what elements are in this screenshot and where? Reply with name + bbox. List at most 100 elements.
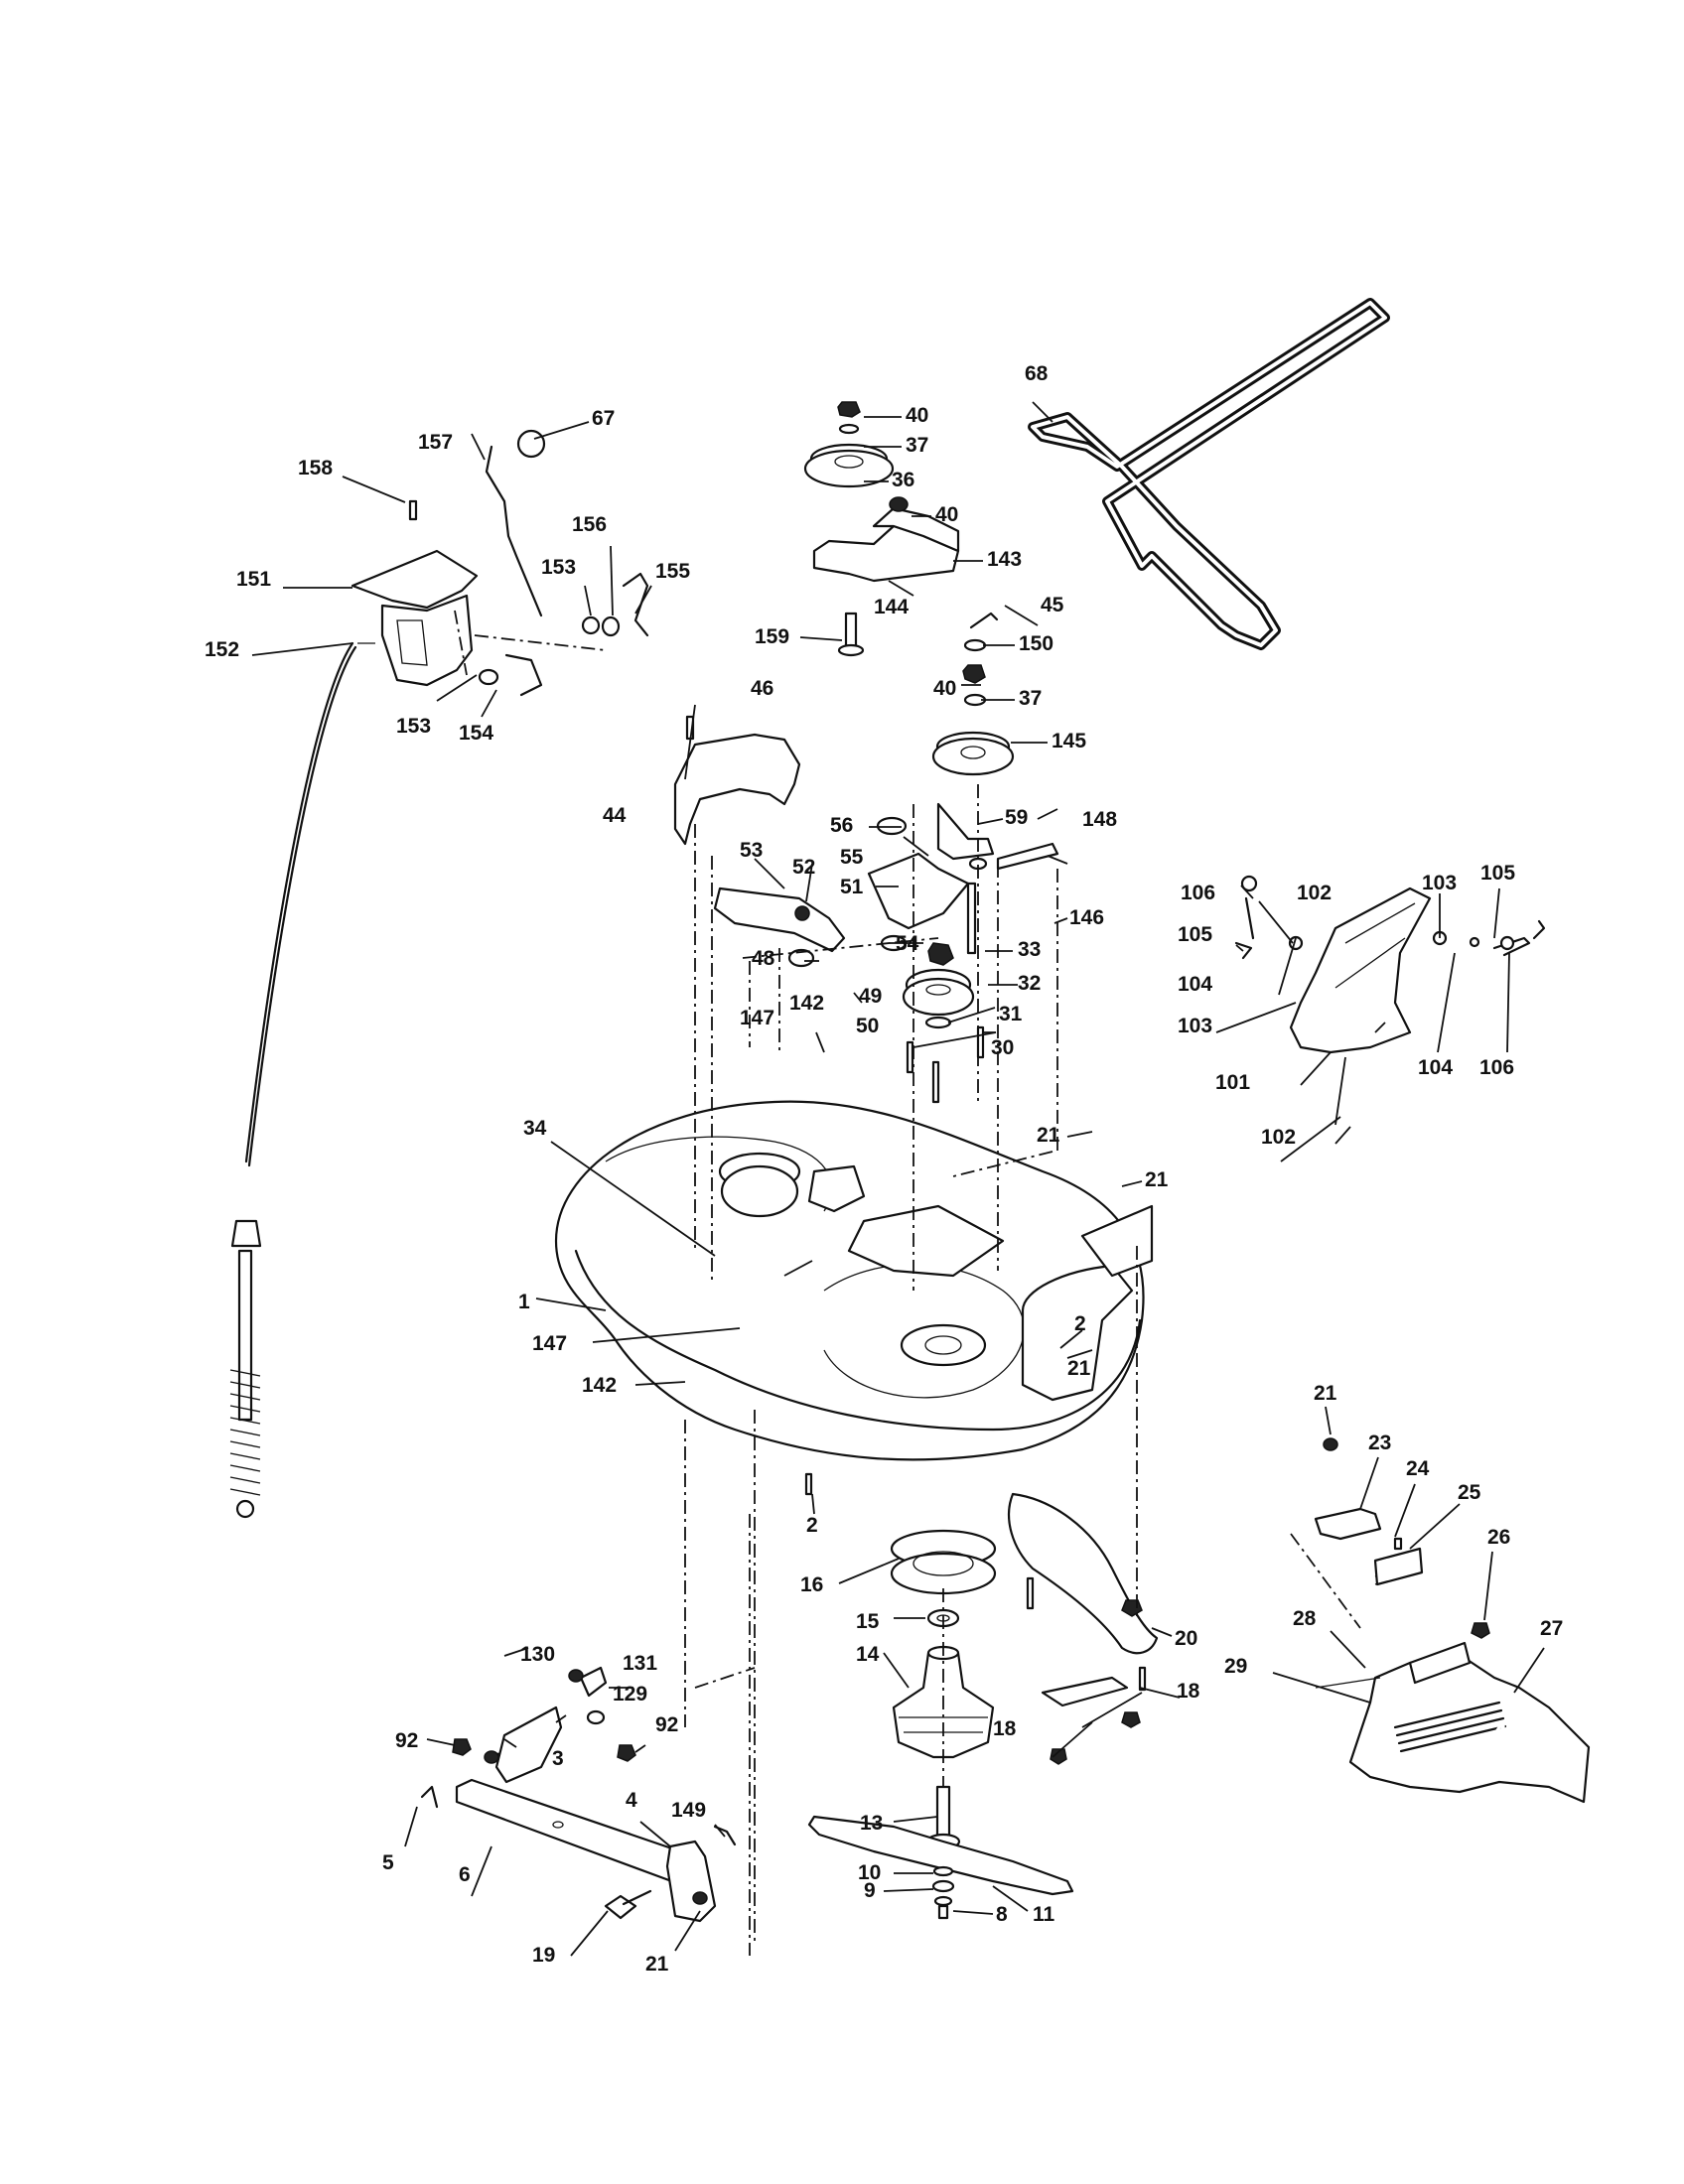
callout-4: 4	[626, 1789, 637, 1812]
lift-linkage	[420, 1666, 737, 1923]
callout-10: 10	[858, 1861, 881, 1884]
callout-51: 51	[840, 876, 864, 898]
callout-1: 1	[518, 1291, 530, 1313]
callout-30: 30	[991, 1036, 1014, 1059]
callout-149: 149	[671, 1799, 706, 1822]
callout-21-c: 21	[1067, 1357, 1091, 1380]
callout-26: 26	[1487, 1526, 1510, 1549]
callout-50: 50	[856, 1015, 879, 1037]
callout-159: 159	[755, 625, 789, 648]
callout-106-a: 106	[1181, 882, 1215, 904]
callout-142-a: 142	[789, 992, 824, 1015]
callout-24: 24	[1406, 1457, 1430, 1480]
callout-21-a: 21	[1037, 1124, 1060, 1147]
callout-105-b: 105	[1480, 862, 1515, 885]
callout-44: 44	[603, 804, 627, 827]
callout-37-b: 37	[1019, 687, 1042, 710]
callout-40-a: 40	[906, 404, 928, 427]
callout-27: 27	[1540, 1617, 1563, 1640]
callout-37-a: 37	[906, 434, 928, 457]
callout-6: 6	[459, 1863, 471, 1886]
mower-deck-1: 1	[554, 1100, 1154, 1461]
callout-157: 157	[418, 431, 453, 454]
callout-147-a: 147	[740, 1007, 774, 1029]
callout-3: 3	[552, 1747, 564, 1770]
callout-153-b: 153	[396, 715, 431, 738]
callout-16: 16	[800, 1573, 823, 1596]
callout-145: 145	[1052, 730, 1086, 752]
callout-29: 29	[1224, 1655, 1247, 1678]
belt-cover-assembly: 42	[1314, 1437, 1591, 1804]
callout-18-b: 18	[993, 1717, 1017, 1740]
callout-40-c: 40	[933, 677, 956, 700]
callout-104-b: 104	[1418, 1056, 1453, 1079]
callout-15: 15	[856, 1610, 880, 1633]
callout-2-b: 2	[806, 1514, 818, 1537]
callout-32: 32	[1018, 972, 1041, 995]
callout-146: 146	[1069, 906, 1104, 929]
callout-152: 152	[205, 638, 239, 661]
callout-104-a: 104	[1178, 973, 1212, 996]
callout-156: 156	[572, 513, 607, 536]
callout-103-a: 103	[1178, 1015, 1212, 1037]
callout-13: 13	[860, 1812, 883, 1835]
callout-102-b: 102	[1261, 1126, 1296, 1149]
callout-92-b: 92	[655, 1713, 678, 1736]
assembly-center-lines	[454, 610, 1361, 1956]
callout-106-b: 106	[1479, 1056, 1514, 1079]
callout-55: 55	[840, 846, 864, 869]
callout-154: 154	[459, 722, 493, 745]
callout-21-b: 21	[1145, 1168, 1169, 1191]
callout-131: 131	[623, 1652, 657, 1675]
callout-53: 53	[740, 839, 763, 862]
callout-45: 45	[1041, 594, 1064, 616]
callout-36: 36	[892, 469, 914, 491]
callout-153-a: 153	[541, 556, 576, 579]
callout-11: 11	[1033, 1903, 1055, 1926]
discharge-deflector-101	[1234, 875, 1546, 1054]
callout-23: 23	[1368, 1432, 1391, 1454]
callout-59: 59	[1005, 806, 1028, 829]
callout-92-a: 92	[395, 1729, 418, 1752]
callout-155: 155	[655, 560, 690, 583]
lift-lever-assembly	[229, 429, 649, 1519]
callout-151: 151	[236, 568, 271, 591]
deck-hardware	[673, 612, 1059, 1104]
callout-101: 101	[1215, 1071, 1250, 1094]
cable-spring	[229, 1369, 261, 1496]
callout-25: 25	[1458, 1481, 1481, 1504]
callout-56: 56	[830, 814, 853, 837]
callout-labels: 67 157 158 151 152 153 156 155 153 154 4…	[205, 362, 1563, 1976]
callout-158: 158	[298, 457, 333, 479]
callout-19: 19	[532, 1944, 555, 1967]
callout-49: 49	[859, 985, 882, 1008]
callout-147-b: 147	[532, 1332, 567, 1355]
callout-54: 54	[896, 932, 919, 955]
drive-belt-68	[1028, 298, 1390, 650]
callout-102-a: 102	[1297, 882, 1332, 904]
callout-68: 68	[1025, 362, 1049, 385]
upper-idler-assembly	[803, 401, 960, 657]
callout-21-e: 21	[1314, 1382, 1337, 1405]
callout-129: 129	[613, 1683, 647, 1706]
leader-lines	[251, 401, 1545, 1957]
callout-14: 14	[856, 1643, 880, 1666]
callout-143: 143	[987, 548, 1022, 571]
callout-46: 46	[751, 677, 773, 700]
callout-103-b: 103	[1422, 872, 1457, 894]
callout-21-d: 21	[645, 1953, 669, 1976]
callout-142-b: 142	[582, 1374, 617, 1397]
callout-48: 48	[752, 947, 775, 970]
deck-size-marking: 42	[1489, 1717, 1527, 1755]
callout-52: 52	[792, 856, 815, 879]
callout-9: 9	[864, 1879, 876, 1902]
callout-20: 20	[1175, 1627, 1197, 1650]
callout-130: 130	[520, 1643, 555, 1666]
callout-67: 67	[592, 407, 615, 430]
callout-150: 150	[1019, 632, 1053, 655]
callout-148: 148	[1082, 808, 1117, 831]
callout-28: 28	[1293, 1607, 1317, 1630]
callout-31: 31	[999, 1003, 1023, 1025]
callout-40-b: 40	[935, 503, 958, 526]
